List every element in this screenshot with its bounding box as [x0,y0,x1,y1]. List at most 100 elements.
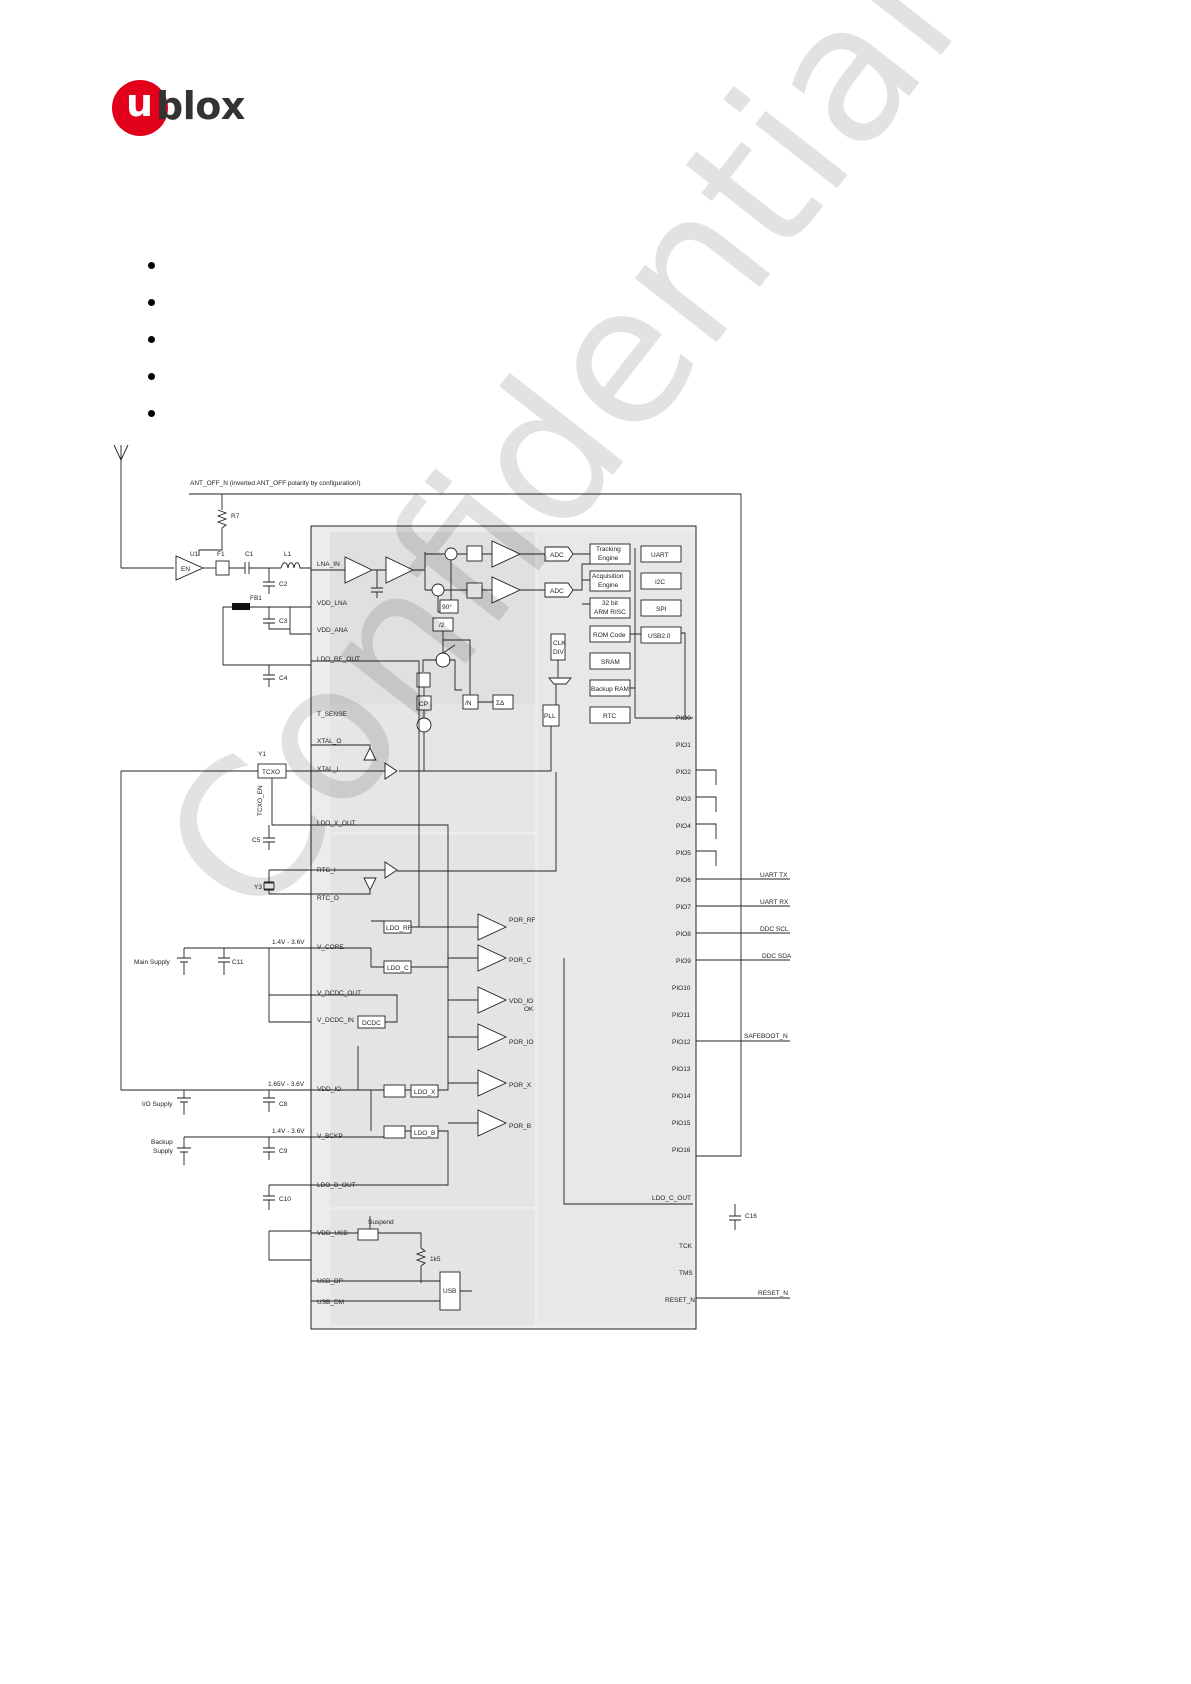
c10-label: C10 [279,1196,291,1203]
pll-label: PLL [544,713,556,720]
capacitor-icon [729,1204,741,1230]
vco-icon [435,652,451,668]
c9-label: C9 [279,1148,288,1155]
mixer-icon [431,583,445,597]
wire [357,958,693,1205]
clk-label-1: CLK [553,640,566,647]
ldo-x-label: LDO_X [414,1089,436,1096]
c3-label: C3 [279,618,288,625]
l1-label: L1 [284,551,292,558]
wire [120,771,311,1091]
top-note: ANT_OFF_N (inverted ANT_OFF polarity by … [190,480,361,487]
comparator-icon [477,1109,508,1137]
pin-pio13: PIO13 [672,1066,691,1073]
wire [437,560,452,613]
wire [444,553,467,591]
v-core-range: 1.4V - 3.6V [272,939,305,946]
pin-pio5: PIO5 [676,850,691,857]
buffer-icon [363,746,377,761]
cp-label: CP [419,701,428,708]
main-supply-label: Main Supply [134,959,171,966]
pin-pio12: PIO12 [672,1039,691,1046]
signal-uart-tx: UART TX [760,872,788,879]
en-label: EN [181,566,190,573]
wire [222,606,311,666]
logo-mark: u [126,81,154,125]
wire [635,632,693,719]
divn-label: /N [465,700,472,707]
comparator-icon [477,944,508,972]
vdd-io-range: 1.65V - 3.6V [268,1081,305,1088]
ldo-b-label: LDO_B [414,1130,435,1137]
wire [268,948,311,1023]
por-rf-label: POR_RF [509,917,535,924]
pin-pio11: PIO11 [672,1012,690,1019]
lna-icon [344,556,374,584]
suspend-label: Suspend [368,1219,394,1226]
pin-vdd-ana: VDD_ANA [317,627,348,634]
rom-label: ROM Code [593,632,626,639]
y3-label: Y3 [254,884,262,891]
pin-t-sense: T_SENSE [317,711,347,718]
pin-pio7: PIO7 [676,904,691,911]
u1-label: U1 [190,551,199,558]
right-pins: PIO0 PIO1 PIO2 PIO3 PIO4 PIO5 PIO6 PIO7 … [652,715,695,1304]
pin-pio8: PIO8 [676,931,691,938]
wire [311,660,478,968]
c16-label: C16 [745,1213,757,1220]
amplifier-icon [491,576,522,604]
rtc-block [589,706,631,724]
comparator-icon [477,1069,508,1097]
pin-pio16: PIO16 [672,1147,691,1154]
ublox-logo: u blox [112,80,272,140]
fb1-label: FB1 [250,595,262,602]
r7-label: R7 [231,513,240,520]
pin-pio9: PIO9 [676,958,691,965]
usb-region [330,1210,535,1325]
resistor-icon [415,1247,427,1267]
signal-wires [696,878,790,1299]
suspend-switch-icon [357,1228,379,1241]
pin-vdd-io: VDD_IO [317,1086,341,1093]
adc-block [544,582,574,598]
pin-v-dcdc-out: V_DCDC_OUT [317,990,361,997]
backup-supply-label-2: Supply [153,1148,174,1155]
clock-mux-icon [548,677,572,685]
vdd-io-ok-label-1: VDD_IO [509,998,533,1005]
resistor-icon [216,509,228,529]
wire [399,660,559,772]
buffer-icon [363,877,377,892]
wire [189,493,742,1157]
sram-label: SRAM [601,659,620,666]
loop-filter-icon [416,672,431,688]
arm-label-1: 32 bit [602,600,618,607]
pin-v-core: V_CORE [317,944,344,951]
signal-safeboot-n: SAFEBOOT_N [744,1033,788,1040]
rtc-label: RTC [603,713,617,720]
tcxo-label: TCXO [262,769,280,776]
pin-pio2: PIO2 [676,769,691,776]
io-supply-label: I/O Supply [142,1101,173,1108]
pin-pio6: PIO6 [676,877,691,884]
tcxo-en-label: TCXO_EN [257,785,264,816]
capacitor-icon [263,568,275,594]
c8-label: C8 [279,1101,288,1108]
dcdc-label: DCDC [362,1020,381,1027]
comparator-icon [477,986,508,1014]
signal-reset-n: RESET_N [758,1290,788,1297]
deg90-label: 90° [442,603,452,611]
pin-pio4: PIO4 [676,823,691,830]
pin-rtc-o: RTC_O [317,895,339,902]
clk-label-2: DIV [553,649,565,656]
por-b-label: POR_B [509,1123,531,1130]
amplifier-icon [491,540,522,568]
logo-dot [112,80,168,136]
adc-label: ADC [550,588,564,595]
spi-label: SPI [656,606,667,613]
buffer-icon [384,861,398,879]
pin-vdd-usb: VDD_USB [317,1230,348,1237]
pin-usb-dm: USB_DM [317,1299,344,1306]
pin-pio10: PIO10 [672,985,691,992]
c2-label: C2 [279,581,288,588]
